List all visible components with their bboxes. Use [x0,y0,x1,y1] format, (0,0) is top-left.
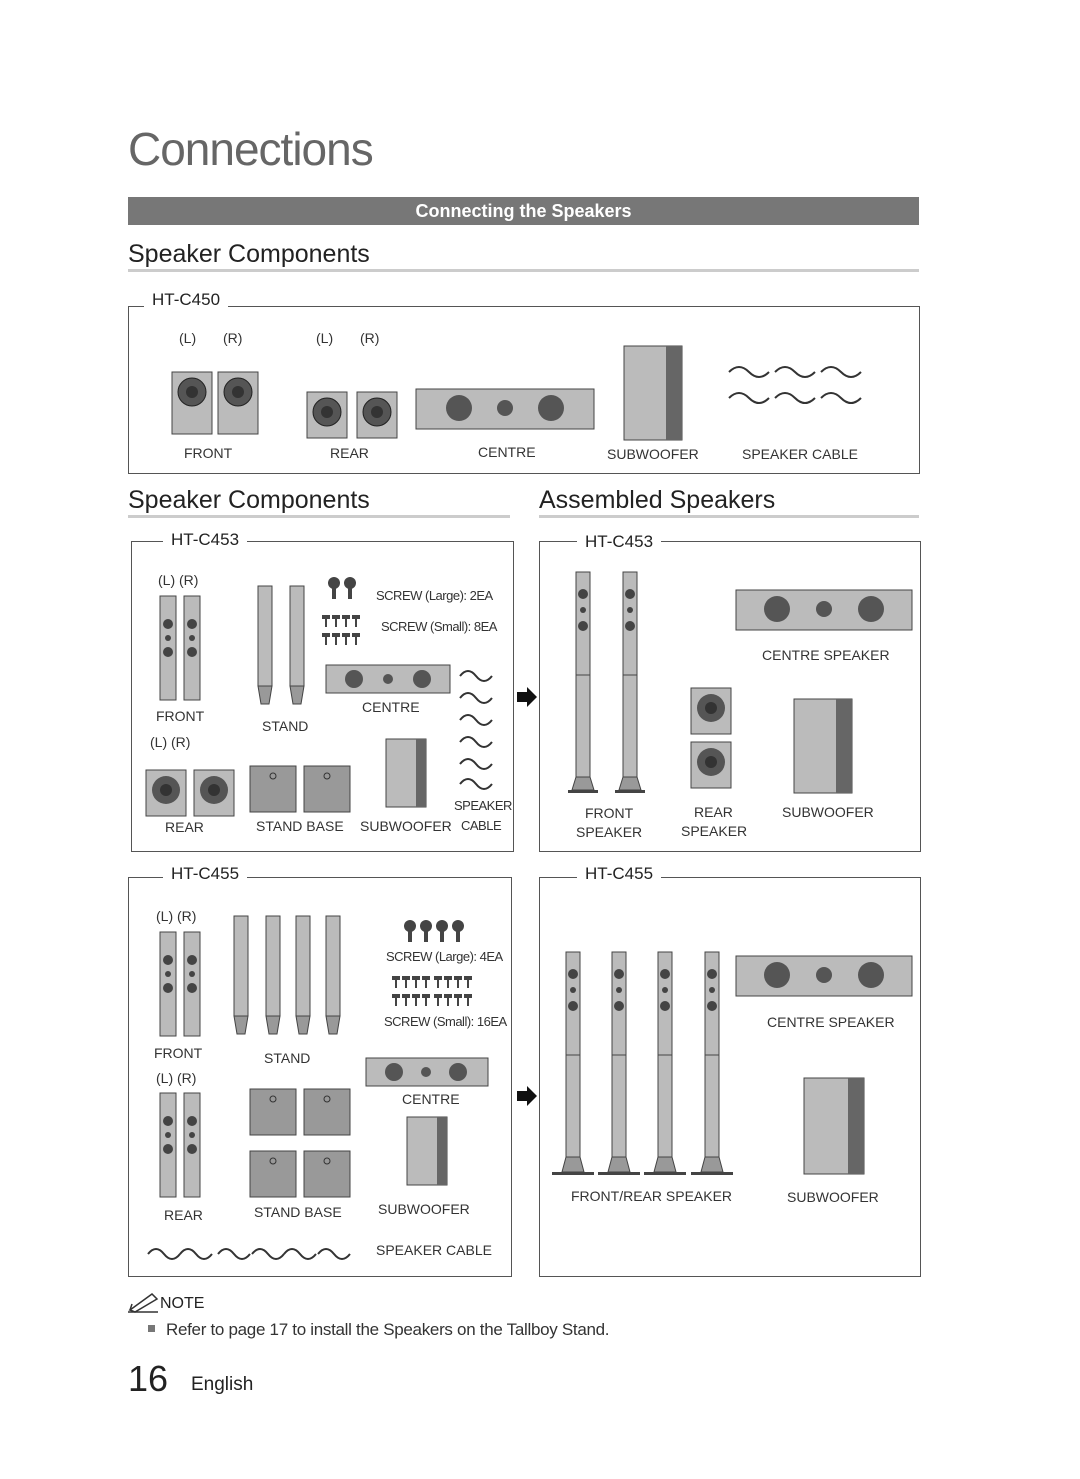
note-pencil-icon [128,1293,159,1313]
label-stand-base: STAND BASE [254,1204,342,1220]
note-text: Refer to page 17 to install the Speakers… [166,1320,610,1339]
label-speaker: SPEAKER [576,824,643,840]
label-centre: CENTRE [402,1091,460,1107]
lr-right: (R) [360,330,380,346]
arrow-right-icon [517,1086,537,1106]
heading-assembled-speakers: Assembled Speakers [539,486,776,514]
label-front: FRONT [154,1045,203,1061]
subwoofer-image [793,698,853,794]
label-speaker: SPEAKER [454,798,512,813]
rear-assembled-speakers-image [690,687,732,789]
front-assembled-speakers-image [568,571,645,793]
subwoofer-image [803,1077,865,1175]
label-subwoofer: SUBWOOFER [787,1189,879,1205]
label-centre-speaker: CENTRE SPEAKER [767,1014,895,1030]
section-band: Connecting the Speakers [128,197,919,225]
note-label: NOTE [160,1295,205,1312]
heading-rule [128,515,510,518]
label-centre: CENTRE [362,699,420,715]
label-screw-large: SCREW (Large): 2EA [376,588,493,603]
lr-left: (L) [316,330,334,346]
front-rear-assembled-speakers-image [552,951,733,1175]
centre-speaker-image [365,1057,489,1087]
page-language: English [191,1374,254,1395]
label-centre: CENTRE [478,444,536,460]
model-label-htc455: HT-C455 [577,864,662,884]
model-label-htc455: HT-C455 [163,864,248,884]
label-front: FRONT [184,445,233,461]
label-subwoofer: SUBWOOFER [782,804,874,820]
label-stand-base: STAND BASE [256,818,344,834]
label-cable: CABLE [461,818,502,833]
label-front-rear-speaker: FRONT/REAR SPEAKER [571,1188,733,1204]
lr-left: (L) [179,330,197,346]
centre-speaker-image [735,955,913,997]
label-screw-small: SCREW (Small): 16EA [384,1014,507,1029]
lr-right: (R) [223,330,243,346]
rear-speakers-image [145,769,235,817]
heading-speaker-components: Speaker Components [128,240,370,268]
model-label-htc453: HT-C453 [163,530,248,550]
lr-label: (L) (R) [150,734,191,750]
centre-speaker-image [735,589,913,631]
label-screw-small: SCREW (Small): 8EA [381,619,497,634]
model-label-htc453: HT-C453 [577,532,662,552]
rear-tall-speakers-image [159,1092,201,1198]
label-centre-speaker: CENTRE SPEAKER [762,647,890,663]
htc455-assembled-box [539,877,921,1277]
lr-label: (L) (R) [158,572,199,588]
centre-speaker-image [415,388,595,430]
front-speakers-image [171,371,259,435]
subwoofer-image [406,1116,448,1186]
speaker-cable-image [147,1248,351,1260]
speaker-cable-image [728,366,862,404]
front-tall-speakers-image [159,595,201,701]
label-speaker-cable: SPEAKER CABLE [742,446,858,462]
stand-base-image [249,765,351,813]
label-front: FRONT [585,805,634,821]
label-rear: REAR [164,1207,203,1223]
stand-image [233,915,341,1035]
lr-label: (L) (R) [156,1070,197,1086]
label-screw-large: SCREW (Large): 4EA [386,949,503,964]
label-subwoofer: SUBWOOFER [607,446,699,462]
stand-image [257,585,305,705]
htc455-components-box [128,877,512,1277]
rear-speakers-image [306,391,398,439]
label-rear: REAR [165,819,204,835]
label-subwoofer: SUBWOOFER [360,818,452,834]
page-title: Connections [128,123,374,175]
htc453-components-box [131,541,514,852]
label-stand: STAND [264,1050,311,1066]
bullet-square-icon [148,1325,155,1332]
htc450-box [128,306,920,474]
screw-large-icon [404,920,464,942]
label-rear: REAR [694,804,733,820]
label-front: FRONT [156,708,205,724]
arrow-right-icon [517,687,537,707]
screw-small-icon [392,976,472,1006]
centre-speaker-image [325,664,451,694]
speaker-cable-image [459,670,493,790]
page-number: 16 [128,1358,169,1399]
subwoofer-image [623,345,683,441]
subwoofer-image [385,738,427,808]
stand-base-image [249,1088,351,1198]
screw-small-icon [322,615,360,645]
label-speaker-cable: SPEAKER CABLE [376,1242,492,1258]
model-label-htc450: HT-C450 [144,290,229,310]
heading-rule [128,269,919,272]
lr-label: (L) (R) [156,908,197,924]
front-tall-speakers-image [159,931,201,1037]
heading-speaker-components: Speaker Components [128,486,370,514]
label-speaker: SPEAKER [681,823,748,839]
heading-rule [539,515,919,518]
htc453-assembled-box [539,541,921,852]
label-subwoofer: SUBWOOFER [378,1201,470,1217]
screw-large-icon [328,577,356,599]
label-rear: REAR [330,445,369,461]
label-stand: STAND [262,718,309,734]
